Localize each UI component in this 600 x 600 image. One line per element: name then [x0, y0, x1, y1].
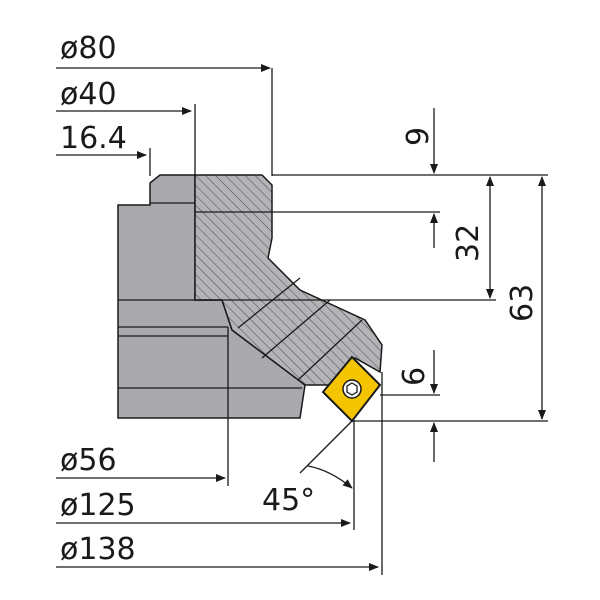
label-h63: 63: [505, 284, 540, 322]
angle-extension: [299, 420, 353, 474]
label-d125: ø125: [60, 488, 136, 523]
label-d56: ø56: [60, 443, 117, 478]
cutting-insert: [321, 355, 382, 423]
label-d80: ø80: [60, 31, 117, 66]
label-h9: 9: [401, 127, 436, 146]
cutter-body: [117, 174, 306, 419]
label-h6: 6: [397, 367, 432, 386]
bottom-dimensions: ø56 ø125 ø138: [56, 372, 383, 575]
hex-socket-icon: [346, 382, 358, 396]
label-d40: ø40: [60, 77, 117, 112]
section-divider-1: [237, 277, 301, 329]
section-hatch: [194, 174, 383, 386]
section-divider-2: [261, 299, 331, 359]
label-d138: ø138: [60, 532, 136, 567]
top-dimensions: ø80 ø40 16.4: [56, 31, 273, 176]
label-d16: 16.4: [60, 121, 127, 156]
insert-screw-icon: [342, 379, 362, 399]
right-dimensions: 9 32 63 6: [195, 108, 548, 462]
label-h32: 32: [451, 224, 486, 262]
angle-arc: [307, 465, 353, 489]
section-divider-3: [297, 319, 363, 381]
angle-dimension: 45°: [262, 420, 353, 518]
label-angle: 45°: [262, 483, 315, 518]
